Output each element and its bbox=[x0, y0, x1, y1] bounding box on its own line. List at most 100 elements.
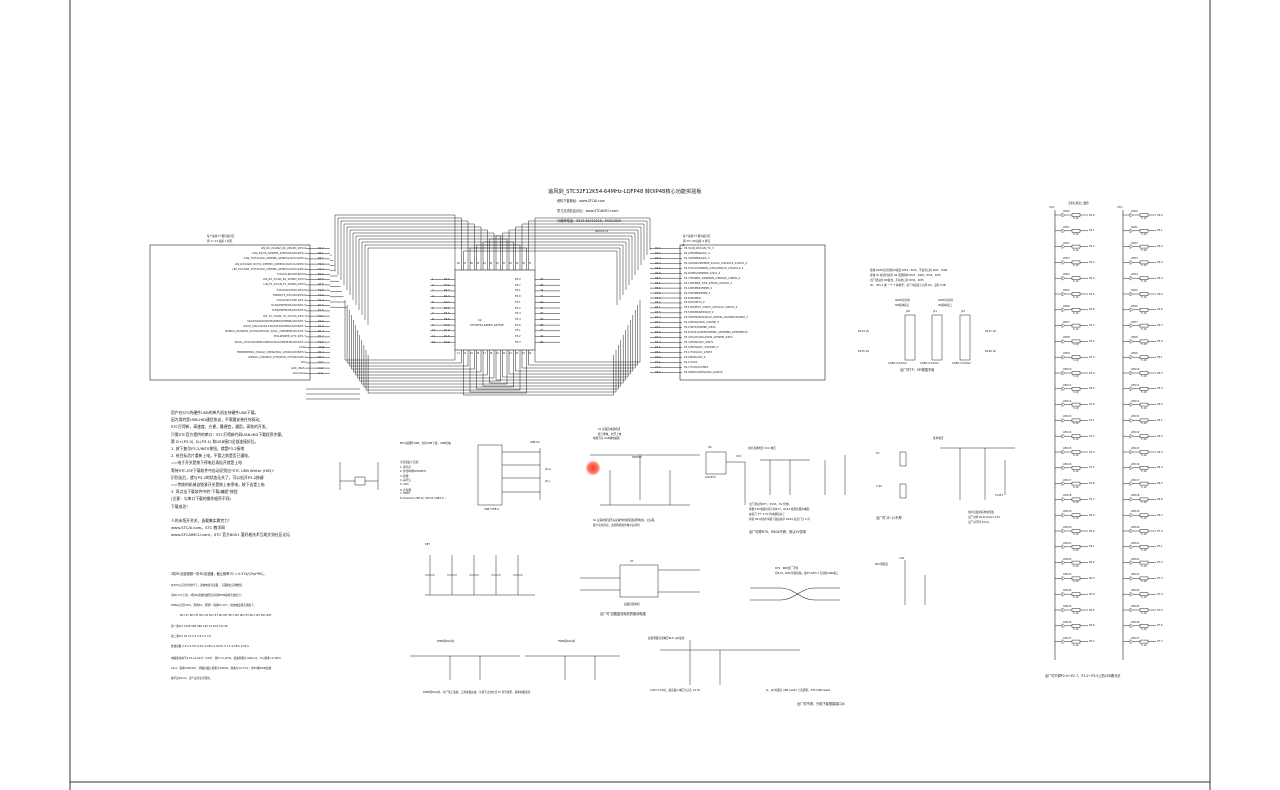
led-label: LED19 bbox=[1063, 510, 1072, 514]
left-pin-label: PWM8P/MISO_2/SDA2_2/MISO/SOL_2/ISSD/ADC8… bbox=[236, 351, 306, 354]
mcu-left-pin-name: P4.3 bbox=[444, 295, 450, 299]
led-res-label: 5.1K bbox=[1141, 280, 1147, 284]
led-res-label: 5.1K bbox=[1141, 217, 1147, 220]
led-res-label: 5.1K bbox=[1073, 343, 1079, 347]
led-net-right: P6.7 bbox=[1157, 513, 1163, 517]
led-net-right: P7.6 bbox=[1157, 624, 1163, 628]
led-net-right: P4.2 bbox=[1157, 245, 1163, 249]
oled-ref-j11: J11 bbox=[933, 310, 938, 313]
led-diode bbox=[1061, 512, 1066, 518]
right-pin-label: P3.0/RXD/ADC_4 bbox=[684, 355, 706, 359]
left-pin-net: P1.7 bbox=[318, 335, 324, 339]
usb-block-label: MCU是硬件USB，支持USB下载，USB供电。 bbox=[400, 442, 454, 445]
mcu-right-pin-name: P3.3 bbox=[515, 340, 521, 344]
vref-u3: TL431 bbox=[995, 494, 1003, 497]
led-label: LED3 bbox=[1131, 257, 1138, 261]
left-pin-net: P0.6 bbox=[318, 273, 324, 276]
oled-j11-box bbox=[931, 314, 943, 361]
led-label: LED25 bbox=[1131, 605, 1140, 608]
led-label: LED7 bbox=[1063, 320, 1070, 324]
led-net-right: P6.4 bbox=[1157, 466, 1163, 470]
led-diode bbox=[1061, 607, 1066, 613]
usb-feature-line: 可实现如下实验： bbox=[400, 461, 421, 464]
ntc-title: NTC测温度 bbox=[875, 563, 888, 566]
led-res-label: 5.1K bbox=[1141, 248, 1147, 252]
left-pin-label: LIN_TX_3/CAN_TX_3/TxD3_2/P4.7 bbox=[263, 314, 306, 318]
led-diode bbox=[1129, 465, 1134, 471]
mcu-right-pin-num: 28 bbox=[540, 323, 544, 327]
led-net-right: P5.3 bbox=[1157, 387, 1163, 391]
led-label: LED5 bbox=[1131, 289, 1138, 292]
pwm-row-3: 纹波系数 2.2% 0.5% 0.2% 0.05% 0.012% 0.1% 0.… bbox=[171, 645, 249, 648]
uart-note: 待R79、R80 焊接短路，使P3.0/P3.1 分别接USB串口 bbox=[775, 572, 839, 575]
led-res-label: 5.1K bbox=[1073, 296, 1079, 299]
led-res-label: 5.1K bbox=[1073, 280, 1079, 284]
right-pin-label: P2.1/PWM6P_2/SS_2/MOSI_2/I2SCK_2 bbox=[684, 281, 733, 285]
oled-note-2: 接线 IIC 模式时接有 R2 需要拆掉 RI47、RI48，RI34、RI35 bbox=[870, 274, 941, 277]
usb-note-line: 2. 给目标芯片重新上电，不管之前是否已通电， bbox=[171, 453, 252, 459]
mcu-right-pin-num: 35 bbox=[540, 283, 544, 287]
left-pin-label: XTALI/PWM8_2/T4_2/P1.7 bbox=[273, 335, 306, 339]
mcu-left-pin-name: P4.2 bbox=[444, 289, 450, 293]
highlight-dot bbox=[586, 461, 600, 475]
left-pin-label: I2SMCK_2/I2SMCK_2/T2I/RXD_2/T2I/SCL/P5.3 bbox=[248, 356, 306, 360]
led-res-label: 5.1K bbox=[1141, 517, 1147, 521]
mcu-left-pin-name: P3.6 bbox=[444, 317, 450, 321]
left-pin-net: P4.2 bbox=[318, 257, 324, 261]
connector-j2-box bbox=[679, 244, 826, 381]
led-diode bbox=[1061, 449, 1066, 455]
led-net-right: P6.5 bbox=[1157, 482, 1163, 486]
mcu-right-pin-num: 26 bbox=[540, 335, 544, 338]
led-net-right: P4.6 bbox=[1157, 308, 1163, 312]
mcu-left-pin-num: 8 bbox=[432, 317, 434, 321]
led-diode bbox=[1129, 433, 1134, 439]
mcu-left-pin-name: P3.5 bbox=[444, 312, 450, 316]
left-pin-label: LIN_RX/CAN2_RX/T4_2/PWM6_4/MIIDX2/ADC11/… bbox=[234, 262, 306, 266]
led-res-label: 5.1K bbox=[1073, 533, 1079, 536]
led-diode bbox=[1061, 591, 1066, 597]
motor-note: 四路直流电机 bbox=[624, 603, 640, 606]
oled-note-3: 出厂默认按 SPI模式，不接并口时 RI34、RI35 bbox=[870, 279, 924, 282]
right-pin-label: P3.4/T1/I2C/SCL/MOSI_2/PWMP_2/P2C bbox=[684, 336, 733, 340]
mcu-top-pin-num: 42 bbox=[496, 262, 499, 265]
led-res-label: 5.1K bbox=[1141, 643, 1147, 647]
right-pin-net: P3.1 bbox=[655, 350, 661, 354]
led-label: LED7 bbox=[1131, 320, 1138, 324]
led-diode bbox=[1061, 528, 1066, 534]
right-pin-label: P3.2/INT0/I2SCK_2/SCMP_2 bbox=[684, 321, 719, 325]
mcu-bottom-pin-num: 21 bbox=[509, 352, 512, 355]
led-diode bbox=[1061, 623, 1066, 629]
led-label: LED26 bbox=[1131, 620, 1140, 624]
mcu-right-pin-name: P3.6 bbox=[515, 323, 521, 327]
mcu-left-pin-name: P1.6 bbox=[444, 340, 450, 344]
mcu-right-pin-name: P3.1 bbox=[515, 329, 521, 333]
led-res-label: 5.1K bbox=[1141, 580, 1147, 584]
led-res-label: 5.1K bbox=[1141, 438, 1147, 442]
usb-note-line: www.STCAI.com。STC 教学网 bbox=[171, 525, 225, 531]
right-pin-net: P2.5 bbox=[655, 266, 661, 270]
led-res-label: 5.1K bbox=[1073, 454, 1079, 457]
xtal-box bbox=[354, 476, 366, 486]
right-header-2: 即 25～48 插座 2 排孔 bbox=[683, 240, 711, 243]
usb-note-line: (注意：与串口下载的操作顺序不同) bbox=[171, 496, 231, 502]
led-res-label: 5.1K bbox=[1073, 217, 1079, 220]
led-label: LED17 bbox=[1063, 478, 1072, 482]
vcc-note-1: 出厂默认焊R77、R153，5V 供电， bbox=[749, 503, 792, 506]
mcu-left-pin-name: P4.0 bbox=[444, 278, 450, 281]
led-net-left: P2.2 bbox=[1089, 245, 1095, 249]
mcu-top-pin-num: 47 bbox=[463, 262, 467, 265]
power-note-5: 板卡实时供应，达到再按复位电平后停供 bbox=[593, 524, 640, 527]
right-pin-net: P2.7 bbox=[655, 276, 661, 280]
led-label: LED23 bbox=[1131, 573, 1140, 577]
usb-note-line: ==电子开关是按下停电后再松开就是上电 bbox=[171, 460, 242, 466]
right-pin-label: P2.3/PWM6P/ADC_3 bbox=[684, 256, 710, 260]
mcu-right-pin-name: P3.0 bbox=[515, 295, 521, 299]
usb-feature-line: 2. 外部中断INT0/INT1 bbox=[400, 470, 427, 474]
mcu-right-pin-num: 30 bbox=[540, 312, 544, 316]
right-pin-net: P4.1 bbox=[655, 360, 661, 364]
mcu-left-pin-num: 1 bbox=[432, 278, 434, 281]
right-pin-label: P2.7/PWM6P_2/PWM6N_2/MOSI/P_2/MOSI_2 bbox=[684, 276, 741, 280]
led-title: 全彩红黄蓝二极管 bbox=[1068, 202, 1089, 205]
led-res-label: 5.1K bbox=[1141, 612, 1147, 615]
